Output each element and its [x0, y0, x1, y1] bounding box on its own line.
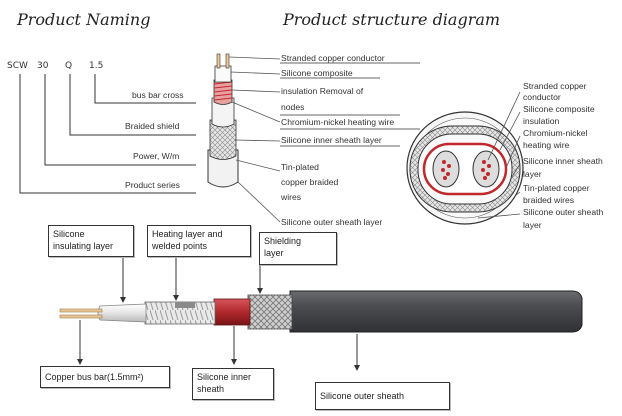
code-cross: 1.5: [89, 61, 104, 71]
cross-label-composite-2: insulation: [523, 116, 560, 126]
vertical-cable-sketch: [207, 53, 239, 188]
callout-shielding-line2: layer: [264, 248, 284, 258]
structure-label-wires: wires: [281, 192, 302, 202]
structure-label-insulation-removal: insulation Removal of: [281, 86, 364, 96]
callout-copper-bus-bar: Copper bus bar(1.5mm²): [40, 366, 170, 388]
label-braided-shield: Braided shield: [125, 121, 180, 131]
cross-label-inner-2: layer: [523, 169, 542, 179]
cross-label-heating-2: heating wire: [523, 140, 570, 150]
callout-heating-welded-line2: welded points: [152, 241, 208, 251]
structure-diagram-title: Product structure diagram: [283, 10, 501, 29]
structure-label-tin-plated: Tin-plated: [281, 162, 319, 172]
code-shield: Q: [65, 61, 73, 71]
cross-label-inner: Silicone inner sheath: [523, 156, 603, 166]
structure-label-outer-sheath: Silicone outer sheath layer: [281, 217, 383, 227]
callout-shielding: Shielding layer: [259, 232, 337, 265]
structure-label-copper-braided: copper braided: [281, 177, 339, 187]
cross-label-outer: Silicone outer sheath: [523, 207, 604, 217]
cross-label-conductor: Stranded copper: [523, 81, 587, 91]
structure-label-heating-wire: Chromium-nickel heating wire: [281, 117, 395, 127]
callout-inner-sheath: Silicone inner sheath: [192, 368, 274, 400]
callout-silicone-insulating-line2: insulating layer: [53, 241, 114, 251]
callout-heating-welded-line1: Heating layer and: [152, 229, 223, 239]
label-product-series: Product series: [125, 180, 180, 190]
label-power: Power, W/m: [133, 151, 180, 161]
callout-heating-welded: Heating layer and welded points: [147, 225, 251, 257]
callout-inner-sheath-line1: Silicone inner: [197, 372, 252, 382]
code-power: 30: [37, 61, 49, 71]
callout-inner-sheath-line2: sheath: [197, 384, 225, 394]
code-series: SCW: [7, 61, 28, 71]
cross-label-tin-2: braided wires: [523, 195, 575, 205]
cross-label-heating: Chromium-nickel: [523, 128, 588, 138]
callout-silicone-insulating-line1: Silicone: [53, 229, 85, 239]
product-naming-title: Product Naming: [17, 10, 151, 29]
structure-label-composite: Silicone composite: [281, 68, 353, 78]
callout-silicone-insulating: Silicone insulating layer: [48, 225, 134, 257]
horizontal-cable: [59, 290, 583, 333]
cross-label-composite: Silicone composite: [523, 104, 595, 114]
cross-label-tin: Tin-plated copper: [523, 183, 590, 193]
callout-shielding-line1: Shielding: [264, 236, 302, 246]
structure-label-nodes: nodes: [281, 102, 305, 112]
cross-section-drawing: [406, 111, 524, 225]
cross-label-conductor-2: conductor: [523, 92, 561, 102]
cross-label-outer-2: layer: [523, 220, 542, 230]
label-bus-bar-cross: bus bar cross: [132, 90, 184, 100]
structure-label-inner-sheath: Silicone inner sheath layer: [281, 135, 382, 145]
structure-label-conductor: Stranded copper conductor: [281, 53, 385, 63]
callout-outer-sheath: Silicone outer sheath: [315, 382, 450, 410]
